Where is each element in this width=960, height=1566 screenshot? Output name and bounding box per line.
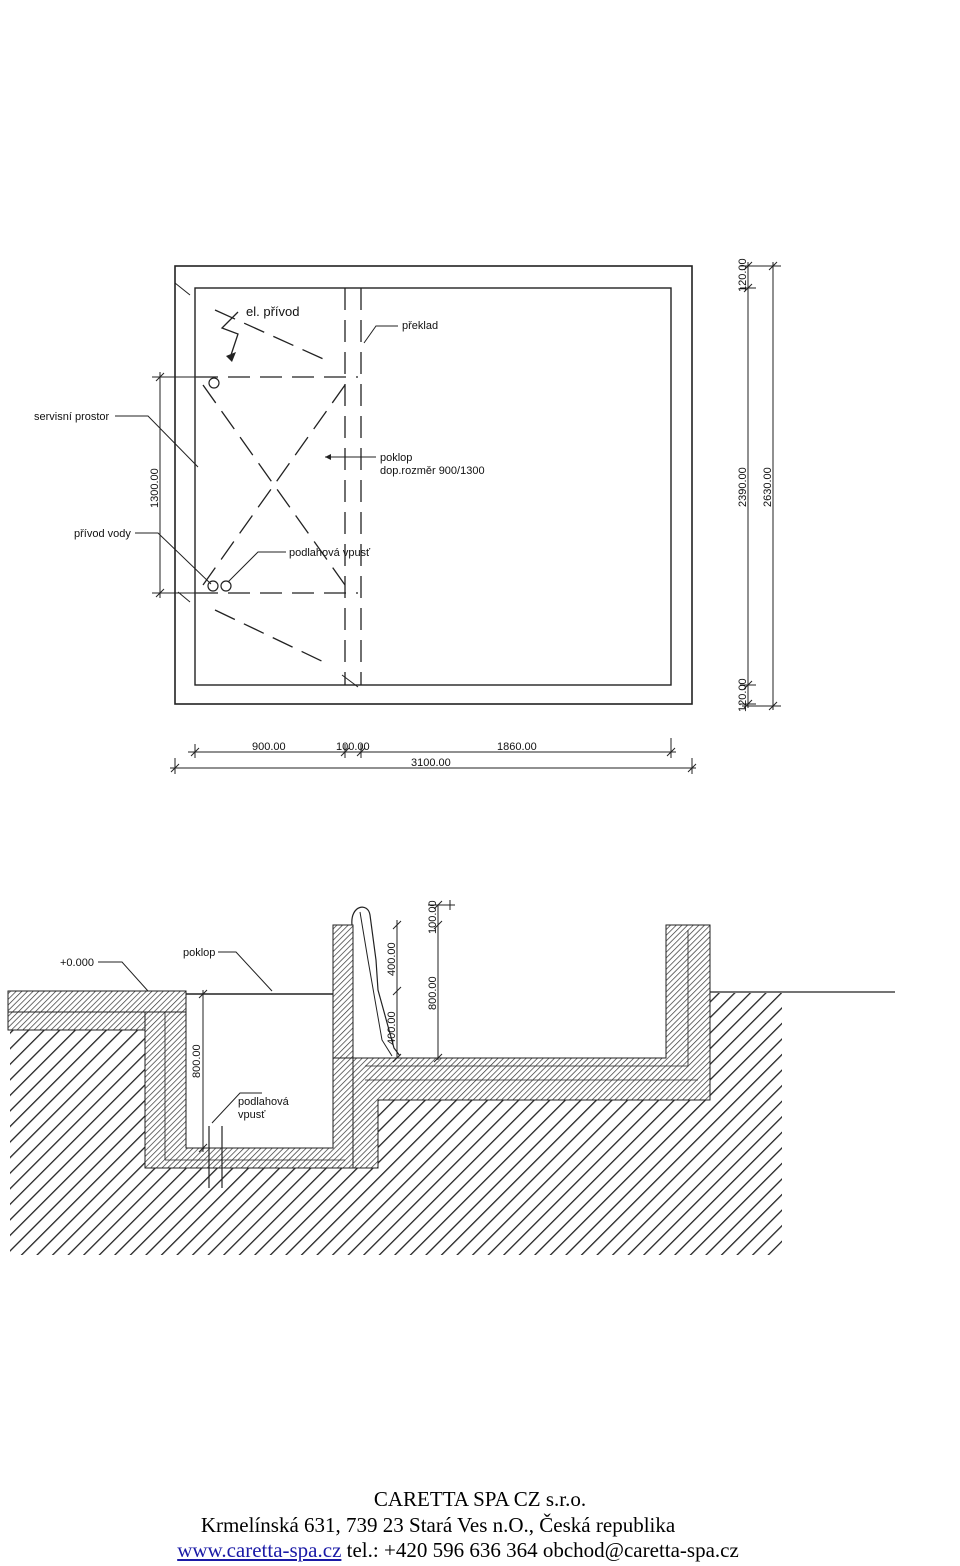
hatch-cover-outline <box>196 309 358 666</box>
dim-800-left: 800.00 <box>191 1044 203 1078</box>
spa-shell <box>351 906 401 1057</box>
label-hatch-size: dop.rozměr 900/1300 <box>380 465 485 477</box>
footer-website-link[interactable]: www.caretta-spa.cz <box>177 1538 342 1562</box>
section-view: 800.00 400.00 400.00 100.00 800.00 +0.00… <box>7 900 895 1255</box>
service-pit-walls <box>144 1011 354 1169</box>
label-electric-supply: el. přívod <box>246 304 299 319</box>
dim-100-section: 100.00 <box>427 900 439 934</box>
dimension-800-left <box>198 989 208 1153</box>
ground-slab <box>7 990 187 1013</box>
label-hatch: poklop <box>380 452 412 464</box>
footer-contact: tel.: +420 596 636 364 obchod@caretta-sp… <box>341 1538 739 1562</box>
electric-supply-icon <box>220 311 239 359</box>
label-service-space: servisní prostor <box>34 411 110 423</box>
dim-1300: 1300.00 <box>149 468 161 508</box>
label-drain-section-2: vpusť <box>238 1109 266 1121</box>
dim-100: 100.00 <box>336 741 370 753</box>
label-floor-drain: podlahová vpusť <box>289 547 371 559</box>
soil-hatching <box>10 993 782 1255</box>
label-level: +0.000 <box>60 957 94 969</box>
dim-3100: 3100.00 <box>411 757 451 769</box>
footer-address: Krmelínská 631, 739 23 Stará Ves n.O., Č… <box>200 1513 676 1537</box>
floor-drain-icon <box>220 580 232 592</box>
inner-wall <box>194 287 672 686</box>
spa-basin-walls <box>352 924 711 1169</box>
label-hatch-section: poklop <box>183 947 215 959</box>
dim-120-top: 120.00 <box>737 258 749 292</box>
dim-900: 900.00 <box>252 741 286 753</box>
divider-wall <box>332 924 354 1059</box>
dimension-1300 <box>152 372 196 598</box>
dimension-chain-middle <box>392 900 455 1063</box>
ground-slab-lower <box>7 1011 149 1031</box>
dim-800-right: 800.00 <box>427 976 439 1010</box>
dim-2630: 2630.00 <box>762 467 774 507</box>
footer-contact-line: www.caretta-spa.cz tel.: +420 596 636 36… <box>0 1538 938 1563</box>
dim-400-upper: 400.00 <box>386 942 398 976</box>
label-lintel: překlad <box>402 320 438 332</box>
footer-company: CARETTA SPA CZ s.r.o. <box>373 1487 587 1511</box>
label-drain-section-1: podlahová <box>238 1096 290 1108</box>
plan-view: překlad el. přívod servisní prostor pokl… <box>34 258 781 774</box>
dim-1860: 1860.00 <box>497 741 537 753</box>
electric-outlet-icon <box>208 377 220 389</box>
dim-400-lower: 400.00 <box>386 1011 398 1045</box>
dim-120-bottom: 120.00 <box>737 678 749 712</box>
dimension-chain-vertical <box>740 261 781 711</box>
dim-2390: 2390.00 <box>737 467 749 507</box>
label-water-supply: přívod vody <box>74 528 131 540</box>
water-supply-icon <box>207 580 219 592</box>
outer-wall <box>174 265 693 705</box>
dimension-chain-horizontal <box>170 738 697 774</box>
